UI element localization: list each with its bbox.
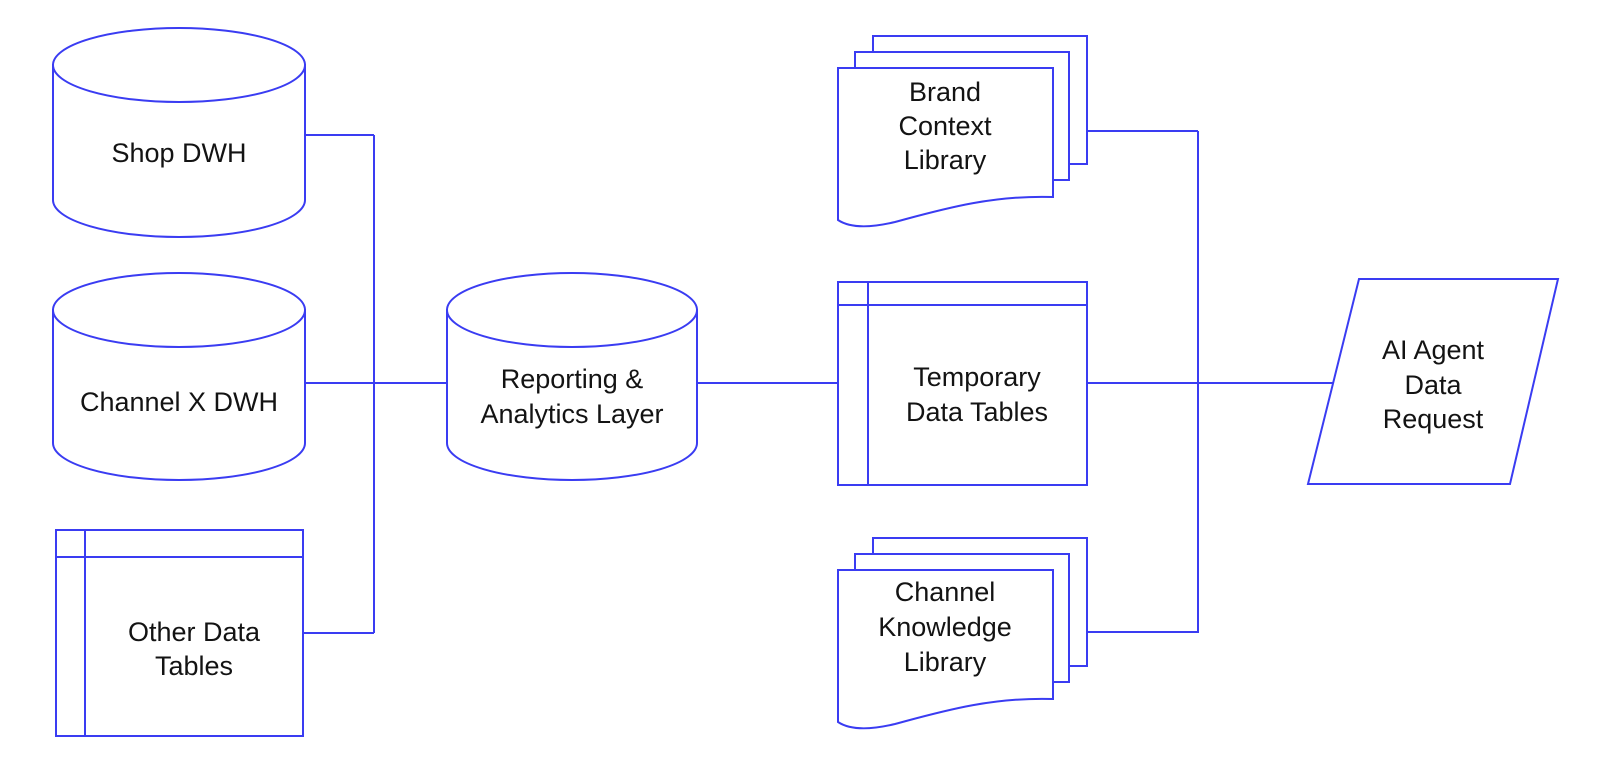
node-label: Channel bbox=[895, 577, 996, 607]
node-label: Other Data bbox=[128, 617, 261, 647]
database-cylinder-body bbox=[52, 64, 306, 238]
node-reporting-analytics-layer: Reporting & Analytics Layer bbox=[446, 272, 698, 481]
database-cylinder-top bbox=[52, 27, 306, 103]
node-label: Data Tables bbox=[906, 397, 1048, 427]
table-frame bbox=[837, 281, 1088, 486]
node-label: Tables bbox=[155, 651, 233, 681]
node-other-data-tables: Other Data Tables bbox=[55, 529, 304, 737]
connectors bbox=[303, 130, 1333, 634]
database-cylinder-top bbox=[446, 272, 698, 348]
node-label: Request bbox=[1383, 404, 1484, 434]
node-label: Analytics Layer bbox=[480, 399, 663, 429]
node-label: Reporting & bbox=[501, 364, 644, 394]
node-label: Temporary bbox=[913, 362, 1041, 392]
node-channel-knowledge-library: Channel Knowledge Library bbox=[837, 537, 1088, 730]
node-channel-x-dwh: Channel X DWH bbox=[52, 272, 306, 481]
document-page-front bbox=[837, 67, 1054, 228]
node-label: Data bbox=[1404, 370, 1462, 400]
node-label: Context bbox=[898, 111, 992, 141]
node-label: Library bbox=[904, 145, 987, 175]
table-frame bbox=[55, 529, 304, 737]
node-label: AI Agent bbox=[1382, 335, 1485, 365]
node-shop-dwh: Shop DWH bbox=[52, 27, 306, 238]
node-ai-agent-data-request: AI Agent Data Request bbox=[1306, 278, 1560, 485]
node-label: Shop DWH bbox=[111, 138, 246, 168]
node-label: Channel X DWH bbox=[80, 387, 278, 417]
parallelogram-shape bbox=[1306, 278, 1560, 485]
document-page-front bbox=[837, 569, 1054, 730]
node-brand-context-library: Brand Context Library bbox=[837, 35, 1088, 228]
node-label: Library bbox=[904, 647, 987, 677]
node-temporary-data-tables: Temporary Data Tables bbox=[837, 281, 1088, 486]
database-cylinder-top bbox=[52, 272, 306, 348]
node-label: Brand bbox=[909, 77, 981, 107]
database-cylinder-body bbox=[52, 309, 306, 481]
database-cylinder-body bbox=[446, 309, 698, 481]
node-label: Knowledge bbox=[878, 612, 1012, 642]
